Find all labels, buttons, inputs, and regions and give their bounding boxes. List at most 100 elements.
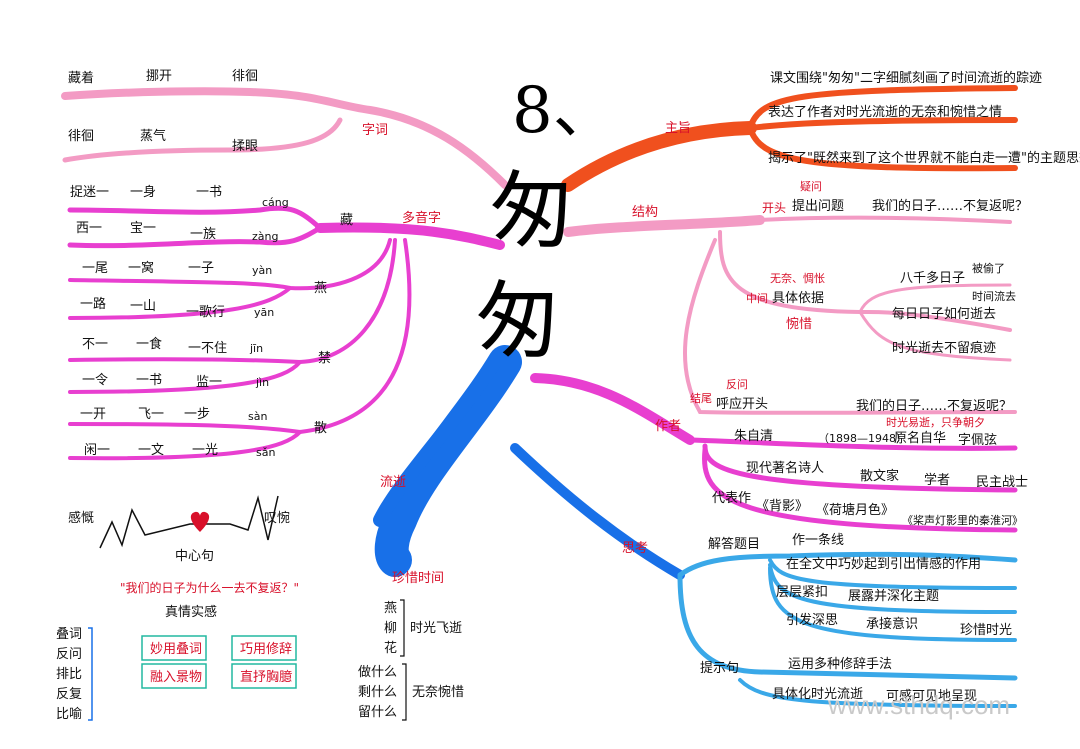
- title-char-1: 匆: [490, 162, 574, 260]
- yan-r1-w1: 一尾: [82, 261, 108, 276]
- branch-jiegou-top: [758, 215, 1012, 224]
- branch-jiegou: [563, 215, 765, 237]
- rhetoric-bracket: [88, 627, 93, 721]
- sikao-g1-item: 层层紧扣: [776, 585, 828, 600]
- san-r2-w3: 一光: [192, 443, 218, 458]
- branch-jiegou-end: [682, 238, 1017, 415]
- branch-sikao-1c: [768, 566, 1017, 642]
- cang-r2-w3: 一族: [190, 226, 216, 242]
- jiegou-middle-left: 中间: [746, 292, 768, 305]
- branch-san-2: [68, 430, 302, 461]
- branch-jiegou-mid-b: [858, 310, 1012, 362]
- sikao-g2-item: 运用多种修辞手法: [788, 656, 892, 672]
- jin-r1-w1: 不一: [82, 337, 108, 352]
- yan-r1-py: yàn: [252, 264, 272, 277]
- rhetoric-box-label: 直抒胸臆: [240, 670, 292, 685]
- zuozhe-l3: 代表作: [712, 491, 751, 506]
- rhetoric-box: [231, 663, 297, 689]
- zici-r2-c1: 徘徊: [68, 129, 94, 144]
- zuozhe-l2: 散文家: [860, 468, 899, 484]
- zuozhe-l2: 学者: [924, 472, 950, 488]
- rhetoric-item: 反复: [56, 687, 82, 702]
- rhetoric-box-label: 融入景物: [150, 670, 202, 685]
- jiegou-label: 结构: [632, 205, 658, 220]
- branch-zhuzhi: [561, 121, 757, 192]
- jin-r2-w1: 一令: [82, 373, 108, 388]
- rhetoric-box-label: 妙用叠词: [150, 642, 202, 657]
- sikao-g1-item: 在全文中巧妙起到引出情感的作用: [786, 556, 981, 572]
- feeling-left: 感慨: [68, 510, 94, 526]
- liushi-g1-item: 花: [384, 640, 397, 656]
- jiegou-item: 每日日子如何逝去: [892, 306, 996, 322]
- feeling-right: 叹惋: [264, 510, 290, 526]
- rhetoric-item: 比喻: [56, 707, 82, 722]
- rhetoric-box: [141, 663, 207, 689]
- jiegou-opening-left: 开头: [762, 201, 786, 215]
- jiegou-item: 时光逝去不留痕迹: [892, 340, 996, 356]
- yan-r1-w3: 一子: [188, 261, 214, 276]
- zuozhe-l3: 《荷塘月色》: [816, 502, 894, 518]
- liushi-bottom: 珍惜时间: [392, 571, 444, 586]
- rhetoric-item: 排比: [56, 667, 82, 682]
- duoyinzi-char-cang: 藏: [340, 213, 353, 228]
- duoyinzi-label: 多音字: [402, 210, 441, 226]
- branch-sikao-1a: [768, 558, 1017, 590]
- zici-r1-c1: 藏着: [68, 70, 94, 86]
- san-r1-w2: 飞一: [138, 407, 164, 422]
- zuozhe-l1: （1898—1948）: [818, 432, 907, 445]
- zici-r1-c3: 徘徊: [232, 69, 258, 84]
- cang-r1-w2: 一身: [130, 184, 156, 200]
- zuozhe-l1: 原名自华: [894, 430, 946, 446]
- branch-cang-2: [67, 225, 323, 249]
- branch-yan: [68, 238, 392, 291]
- branch-zuozhe-1: [687, 437, 1018, 451]
- feeling-question: "我们的日子为什么一去不复返？": [120, 580, 299, 595]
- jin-r2-w2: 一书: [136, 373, 162, 388]
- zuozhe-l1: 朱自清: [734, 429, 773, 444]
- sikao-g1-item: 珍惜时光: [960, 623, 1012, 638]
- liushi-g1-note: 时光飞逝: [410, 621, 462, 636]
- title-char-2: 匆: [476, 272, 560, 370]
- liushi-g1-item: 柳: [384, 621, 397, 636]
- sikao-label: 思考: [622, 541, 648, 556]
- branch-zhuzhi-2: [747, 117, 1018, 131]
- cang-r2-w2: 宝一: [130, 221, 156, 236]
- duoyinzi-char-san: 散: [314, 421, 327, 436]
- jiegou-end-tag: 反问: [726, 378, 748, 391]
- zici-r2-c3: 揉眼: [232, 139, 258, 154]
- san-r1-py: sàn: [248, 410, 267, 423]
- jin-r1-w2: 一食: [136, 336, 162, 352]
- liushi-label: 流逝: [380, 475, 406, 490]
- liushi-g2-item: 剩什么: [358, 685, 397, 700]
- jiegou-item-right: 时间流去: [972, 289, 1016, 303]
- cang-r2-w1: 西一: [76, 221, 102, 236]
- branch-sikao: [510, 443, 685, 580]
- branch-cang: [67, 205, 323, 231]
- zuozhe-l1: 字佩弦: [958, 432, 997, 448]
- rhetoric-box: [231, 635, 297, 661]
- branch-jin: [68, 238, 397, 365]
- branch-zici-sub: [62, 117, 343, 163]
- jiegou-question-tag: 疑问: [800, 180, 822, 193]
- branch-zhuzhi-1: [747, 85, 1018, 131]
- jiegou-end-mid: 呼应开头: [716, 396, 768, 412]
- sikao-g1-tag: 解答题目: [708, 536, 760, 552]
- zici-r2-c2: 蒸气: [140, 128, 166, 144]
- rhetoric-box-label: 巧用修辞: [240, 642, 292, 657]
- san-r2-w1: 闲一: [84, 443, 110, 458]
- jiegou-end-right: 我们的日子……不复返呢？: [856, 398, 1012, 414]
- zici-label: 字词: [362, 123, 388, 138]
- jiegou-middle-red: 惋惜: [786, 316, 812, 332]
- sikao-g2-tag: 提示句: [700, 660, 739, 676]
- branch-sikao-2: [677, 572, 1018, 681]
- branch-zici: [61, 87, 509, 189]
- zhuzhi-label: 主旨: [665, 121, 691, 136]
- cang-r1-py: cáng: [262, 196, 289, 209]
- liushi-g1-item: 燕: [384, 601, 397, 616]
- san-r2-py: sǎn: [256, 446, 275, 459]
- branch-yan-2: [68, 286, 292, 320]
- zuozhe-l2: 民主战士: [976, 475, 1028, 490]
- yan-r2-w3: 一歌行: [186, 305, 225, 320]
- zhuzhi-line-1: 课文围绕"匆匆"二字细腻刻画了时间流逝的踪迹: [770, 70, 1042, 86]
